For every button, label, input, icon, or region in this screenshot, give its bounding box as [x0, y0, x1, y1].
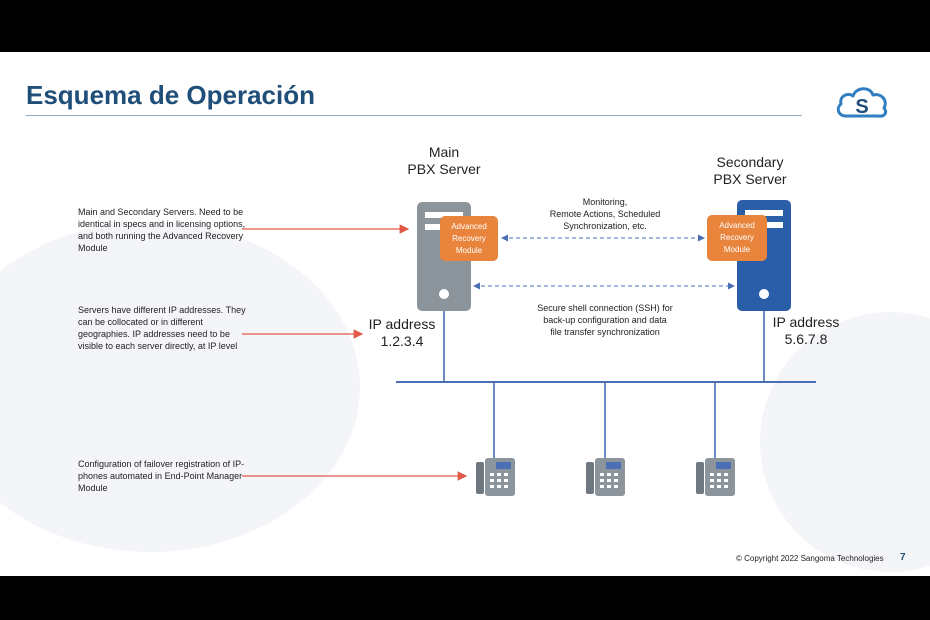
page-number: 7 — [900, 552, 906, 563]
svg-text:Module: Module — [456, 246, 483, 255]
note-ip-addresses: Servers have different IP addresses. The… — [78, 305, 246, 351]
ip-phone-icon — [696, 458, 735, 496]
slide-title: Esquema de Operación — [26, 80, 315, 110]
copyright-footer: © Copyright 2022 Sangoma Technologies — [736, 554, 884, 563]
network-diagram: Advanced Recovery Module Advanced Recove… — [242, 200, 816, 496]
main-recovery-module-badge: Advanced Recovery Module — [440, 216, 498, 261]
svg-text:Module: Module — [724, 245, 751, 254]
main-server-label: Main PBX Server — [407, 144, 481, 177]
secondary-server-label: Secondary PBX Server — [713, 154, 787, 187]
svg-text:Recovery: Recovery — [720, 233, 754, 242]
title-divider — [26, 115, 802, 116]
monitoring-connection-label: Monitoring, Remote Actions, Scheduled Sy… — [549, 197, 661, 231]
svg-text:Advanced: Advanced — [719, 221, 755, 230]
note-phone-registration: Configuration of failover registration o… — [78, 459, 245, 493]
svg-text:Advanced: Advanced — [451, 222, 487, 231]
main-server-ip: IP address 1.2.3.4 — [368, 316, 436, 349]
ip-phone-icon — [586, 458, 625, 496]
ip-phone-icon — [476, 458, 515, 496]
background-cloud-shape — [0, 222, 360, 552]
secondary-server-ip: IP address 5.6.7.8 — [772, 314, 840, 347]
ssh-connection-label: Secure shell connection (SSH) for back-u… — [537, 303, 673, 337]
slide: Esquema de Operación S Main and Secondar… — [0, 52, 930, 576]
note-servers-identical: Main and Secondary Servers. Need to be i… — [78, 207, 246, 253]
logo-letter: S — [855, 96, 868, 118]
secondary-recovery-module-badge: Advanced Recovery Module — [707, 215, 767, 261]
sangoma-logo-icon: S — [836, 87, 888, 118]
svg-text:Recovery: Recovery — [452, 234, 486, 243]
